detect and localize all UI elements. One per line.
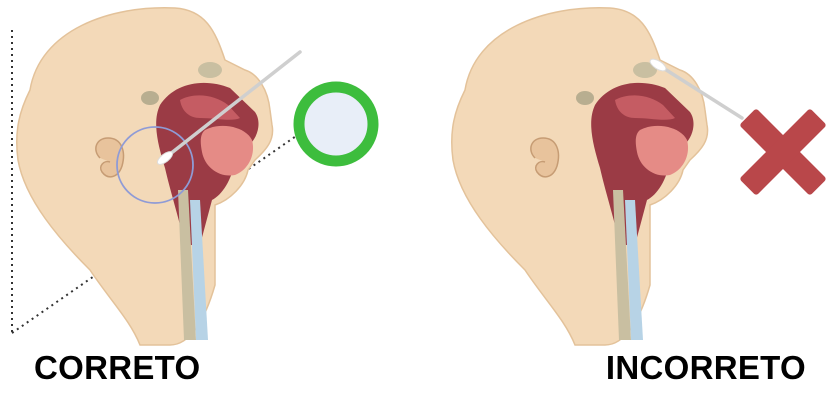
correct-panel	[12, 8, 373, 345]
green-ring-icon	[299, 87, 373, 161]
caption-incorrect: INCORRETO	[606, 349, 806, 387]
sinus	[576, 91, 594, 105]
caption-correct: CORRETO	[34, 349, 201, 387]
incorrect-panel	[452, 8, 827, 345]
sinus	[198, 62, 222, 78]
sinus	[141, 91, 159, 105]
head-silhouette	[17, 8, 273, 345]
head-silhouette	[452, 8, 708, 345]
red-x-icon	[712, 81, 827, 222]
